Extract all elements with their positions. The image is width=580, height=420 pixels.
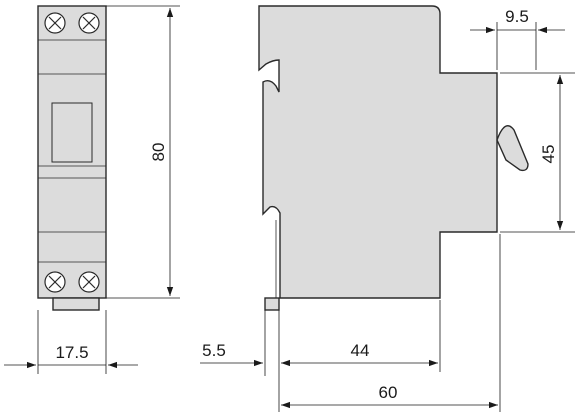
side-body bbox=[258, 5, 498, 299]
front-view bbox=[37, 5, 107, 311]
side-rail-latch bbox=[264, 297, 280, 311]
dim-depth-top-label: 9.5 bbox=[505, 7, 529, 26]
dim-front-width: 17.5 bbox=[4, 310, 138, 374]
screw-bottom-right-icon bbox=[78, 271, 100, 293]
dim-depth-mid-label: 44 bbox=[351, 341, 370, 360]
toggle-handle bbox=[496, 125, 529, 172]
dim-front-height: 80 bbox=[106, 5, 180, 299]
dim-depth-mid: 44 bbox=[281, 300, 441, 372]
dim-rail-offset: 5.5 bbox=[200, 310, 280, 412]
dim-front-height-label: 80 bbox=[149, 143, 168, 162]
front-bottom-tab bbox=[52, 297, 100, 311]
dim-front-width-label: 17.5 bbox=[55, 343, 88, 362]
dim-depth-top: 9.5 bbox=[470, 7, 565, 70]
dim-step-height-label: 45 bbox=[539, 145, 558, 164]
dim-step-height: 45 bbox=[500, 72, 575, 233]
screw-top-right-icon bbox=[78, 12, 100, 34]
front-window bbox=[51, 102, 93, 163]
screw-bottom-left-icon bbox=[44, 271, 66, 293]
screw-top-left-icon bbox=[44, 12, 66, 34]
dim-depth-total-label: 60 bbox=[379, 383, 398, 402]
dim-depth-total: 60 bbox=[281, 234, 501, 412]
dim-rail-offset-label: 5.5 bbox=[202, 341, 226, 360]
side-view bbox=[258, 5, 529, 311]
